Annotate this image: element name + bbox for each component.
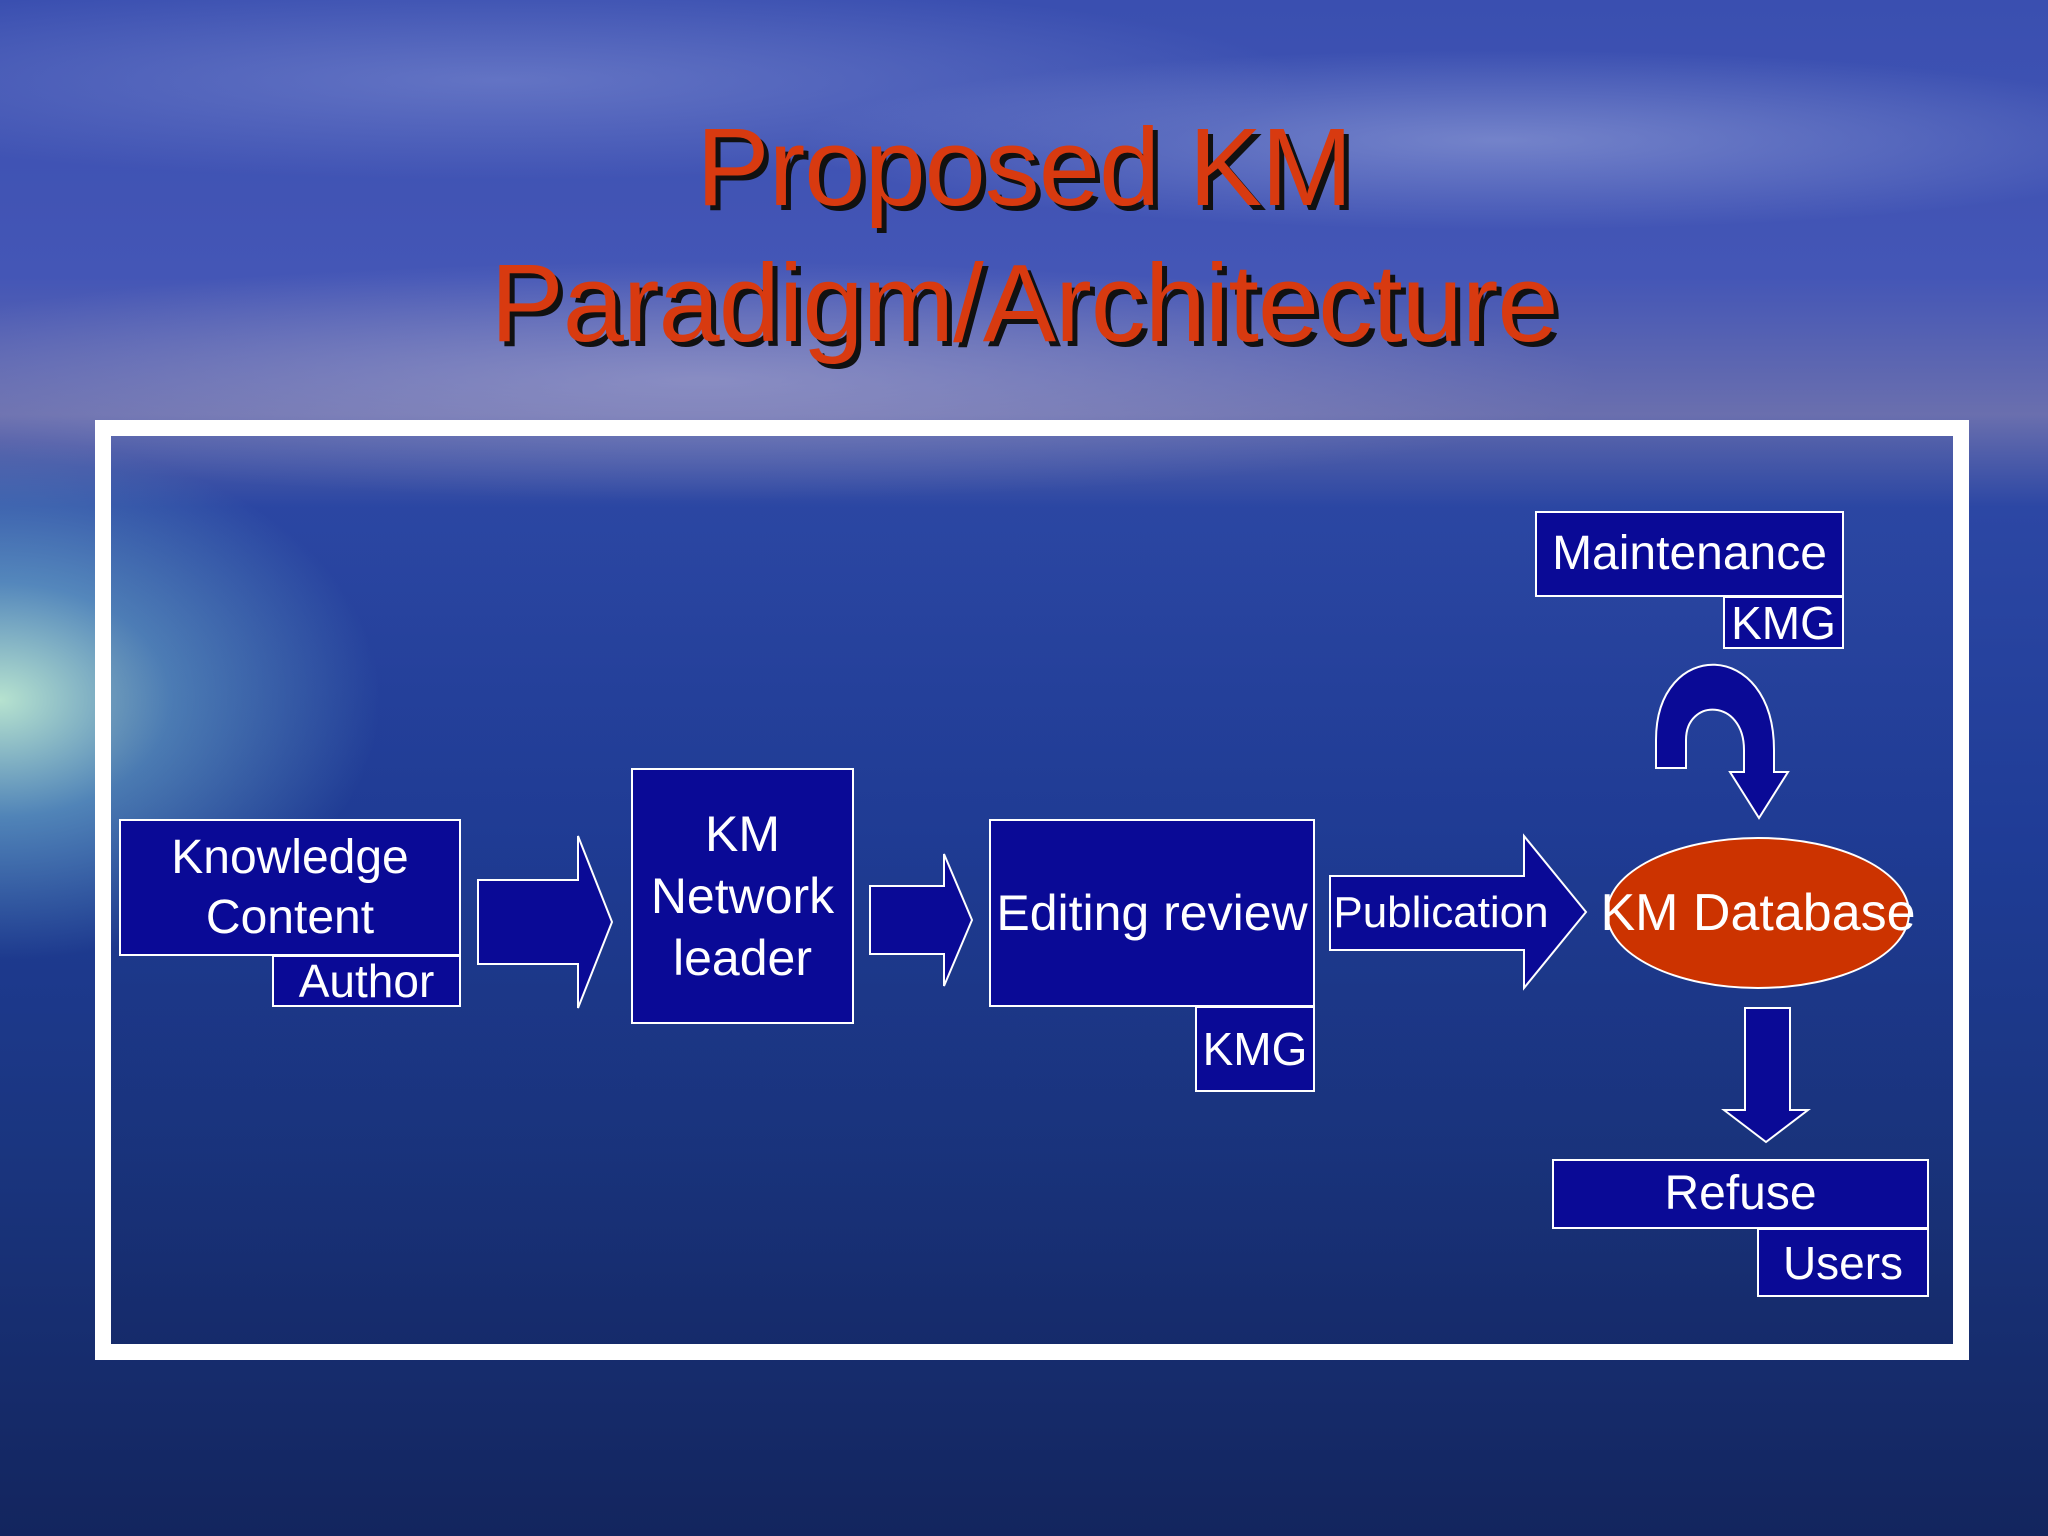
editing-review-kmg-box: KMG xyxy=(1195,1006,1315,1092)
maintenance-kmg-box: KMG xyxy=(1723,596,1844,649)
network-leader-line-1: KM xyxy=(705,806,780,862)
maintenance-kmg-label: KMG xyxy=(1731,596,1836,649)
editing-review-kmg-label: KMG xyxy=(1202,1023,1308,1075)
title-line-1: Proposed KM xyxy=(696,106,1352,229)
km-database-ellipse: KM Database xyxy=(1600,837,1916,989)
author-role-label: Author xyxy=(298,955,435,1007)
knowledge-content-box: Knowledge Content xyxy=(119,819,461,956)
title-line-2: Paradigm/Architecture xyxy=(490,242,1558,365)
network-leader-line-3: leader xyxy=(673,930,812,986)
editing-review-box: Editing review xyxy=(989,819,1315,1007)
arrow-database-to-refuse xyxy=(1721,1007,1811,1144)
arrow-knowledge-to-network xyxy=(477,835,614,1009)
arrow-publication xyxy=(1329,833,1588,991)
knowledge-content-line-1: Knowledge xyxy=(171,830,409,884)
arrow-network-to-editing xyxy=(869,853,974,987)
refuse-box: Refuse xyxy=(1552,1159,1929,1229)
editing-review-label: Editing review xyxy=(996,885,1308,941)
maintenance-label: Maintenance xyxy=(1552,527,1827,580)
network-leader-line-2: Network xyxy=(650,868,835,924)
author-role-box: Author xyxy=(272,955,461,1007)
users-role-box: Users xyxy=(1757,1228,1929,1297)
km-network-leader-box: KM Network leader xyxy=(631,768,854,1024)
knowledge-content-line-2: Content xyxy=(205,890,375,944)
users-role-label: Users xyxy=(1782,1236,1904,1289)
refuse-label: Refuse xyxy=(1664,1167,1817,1220)
publication-label: Publication xyxy=(1333,888,1549,937)
slide-title: Proposed KM Paradigm/Architecture xyxy=(0,100,2048,372)
maintenance-box: Maintenance xyxy=(1535,511,1844,597)
arrow-maintenance-loop xyxy=(1655,663,1790,820)
km-database-label: KM Database xyxy=(1600,884,1916,942)
